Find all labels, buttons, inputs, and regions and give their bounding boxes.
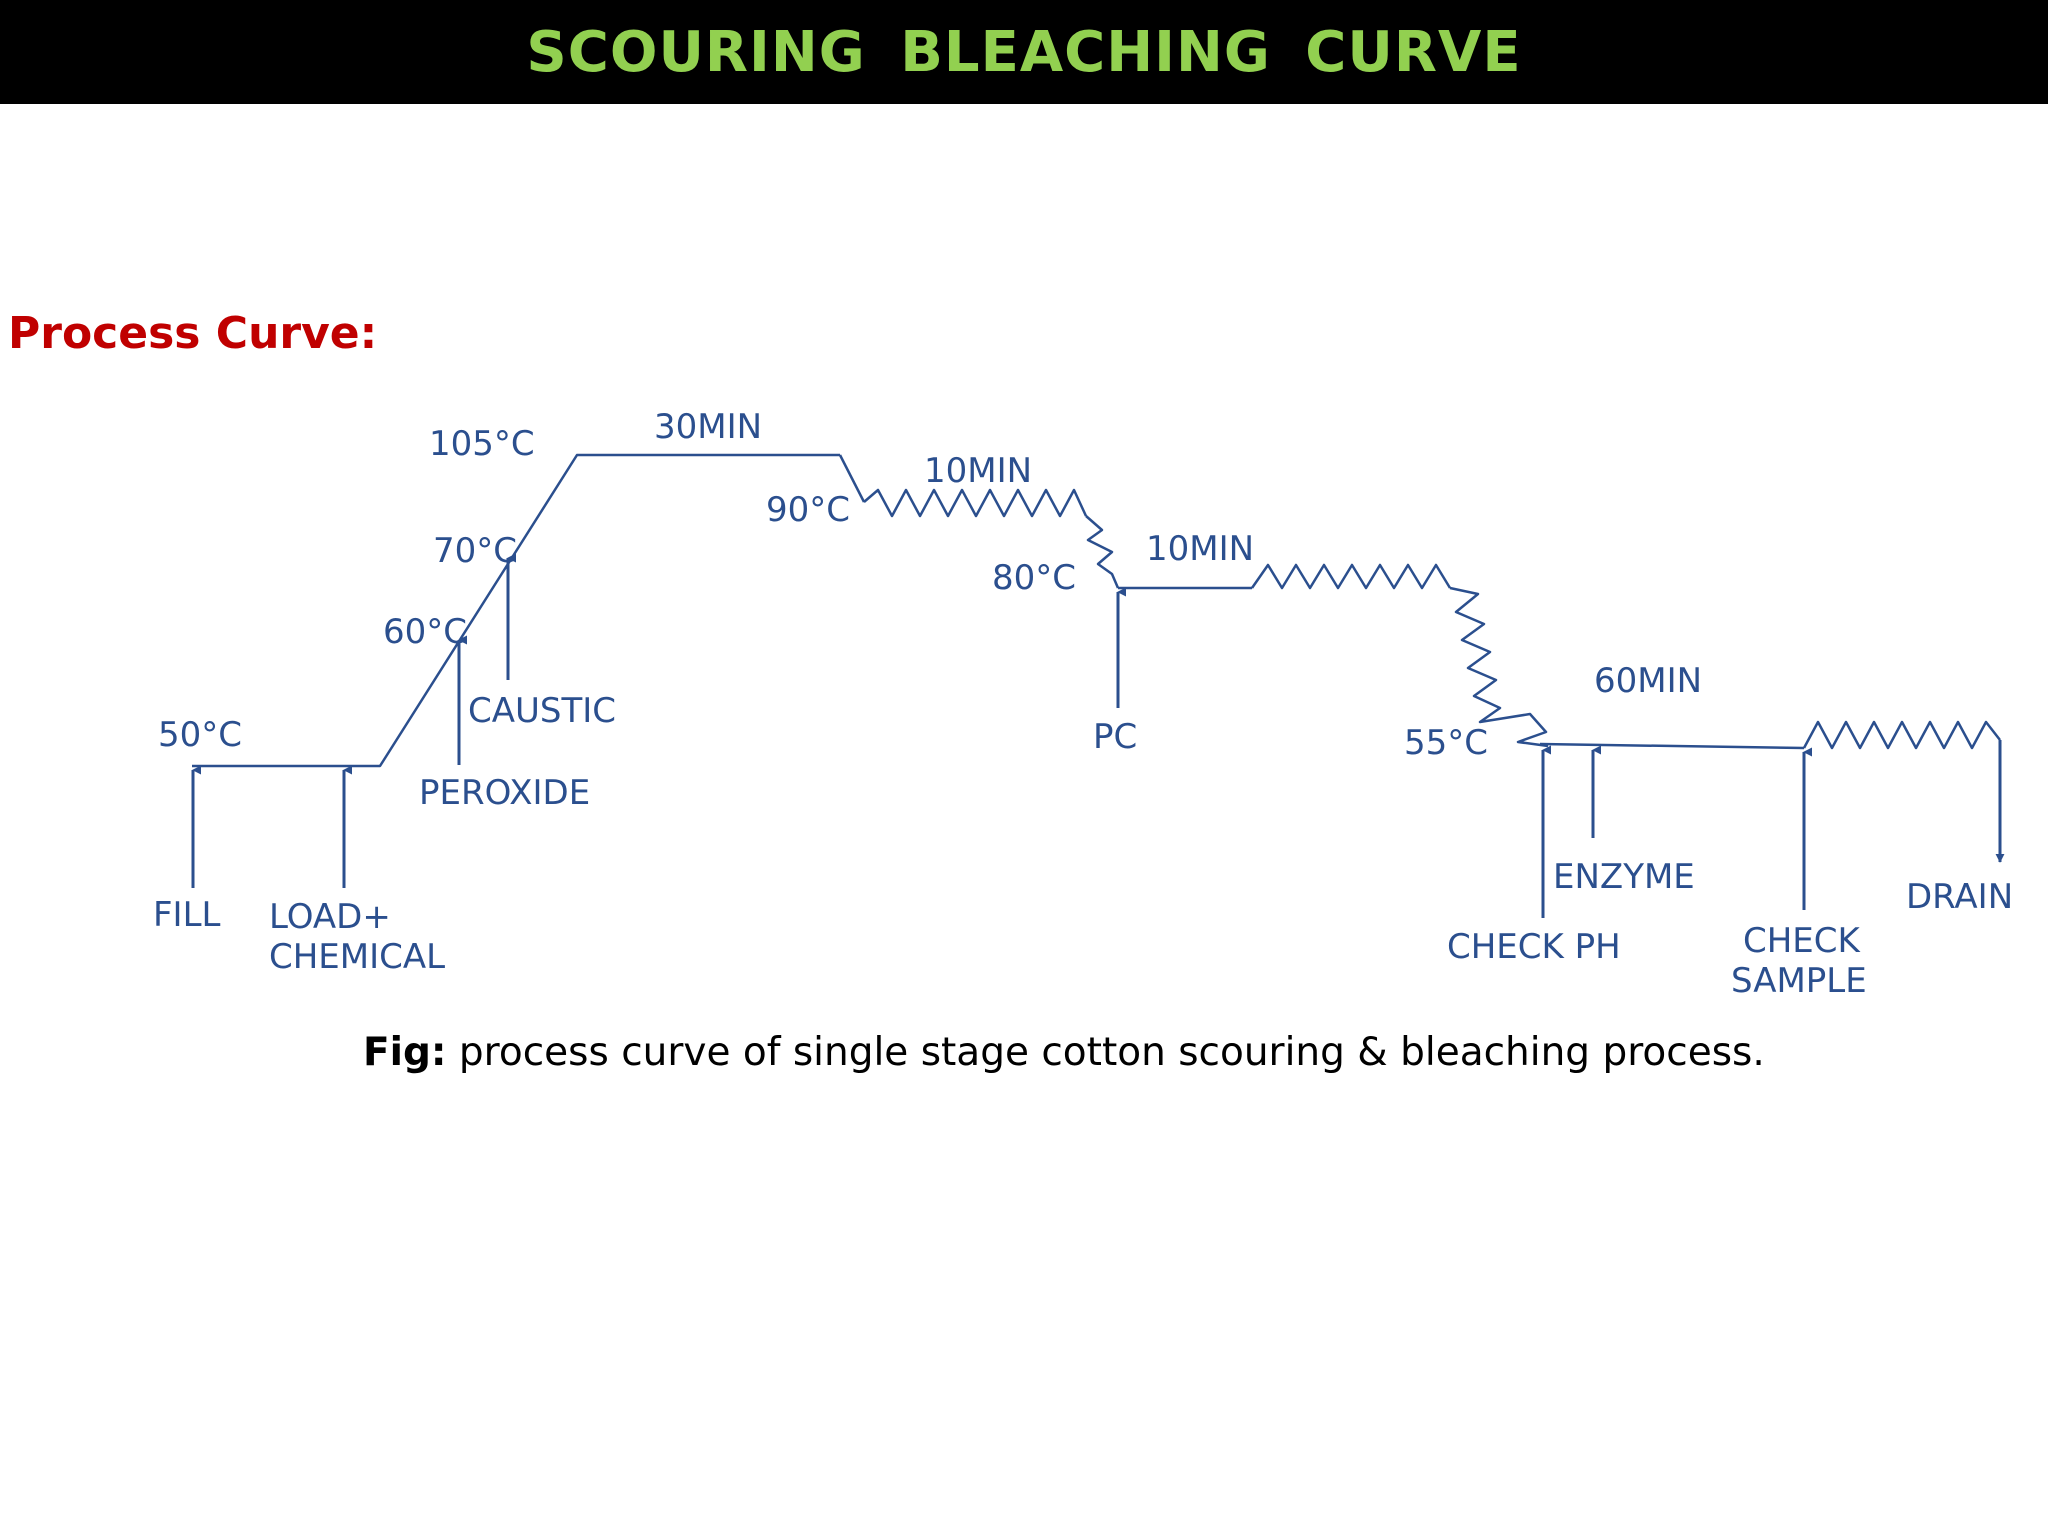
caption-prefix: Fig: xyxy=(363,1030,447,1075)
step-label-enzyme: ENZYME xyxy=(1553,857,1695,897)
step-label-fill: FILL xyxy=(153,895,221,935)
temp-label-60: 60°C xyxy=(383,612,467,652)
temp-label-70: 70°C xyxy=(433,531,517,571)
step-label-caustic: CAUSTIC xyxy=(468,691,616,731)
curve-zigzag-10min-a xyxy=(863,488,1088,518)
temp-label-90: 90°C xyxy=(766,490,850,530)
curve-zigzag-cool-to-80 xyxy=(1085,515,1120,589)
curve-zigzag-10min-b xyxy=(1250,563,1452,590)
section-heading: Process Curve: xyxy=(8,308,378,359)
caption-text: process curve of single stage cotton sco… xyxy=(446,1030,1765,1075)
curve-hold-55 xyxy=(1539,742,1805,750)
duration-label-10min-b: 10MIN xyxy=(1146,529,1254,569)
duration-label-10min-a: 10MIN xyxy=(924,451,1032,491)
temp-label-55: 55°C xyxy=(1404,723,1488,763)
step-label-check-ph: CHECK PH xyxy=(1447,927,1621,967)
curve-zigzag-end xyxy=(1802,720,2001,750)
curve-fill-and-ramp-up xyxy=(192,453,840,768)
step-label-drain: DRAIN xyxy=(1906,877,2013,917)
slide-title: SCOURING BLEACHING CURVE xyxy=(526,19,1522,85)
step-label-check: CHECK xyxy=(1743,921,1862,961)
step-label-load: LOAD+ xyxy=(269,897,391,937)
figure-caption: Fig: process curve of single stage cotto… xyxy=(363,1030,1765,1075)
step-label-peroxide: PEROXIDE xyxy=(419,773,590,813)
step-label-chemical: CHEMICAL xyxy=(269,937,445,977)
title-bar: SCOURING BLEACHING CURVE xyxy=(0,0,2048,104)
duration-label-30min: 30MIN xyxy=(654,407,762,447)
step-label-pc: PC xyxy=(1093,717,1137,757)
temp-label-80: 80°C xyxy=(992,558,1076,598)
curve-zigzag-cool-to-55 xyxy=(1449,586,1549,748)
temp-label-105: 105°C xyxy=(429,424,535,464)
temp-label-50: 50°C xyxy=(158,715,242,755)
step-label-sample: SAMPLE xyxy=(1731,961,1867,1001)
duration-label-60min: 60MIN xyxy=(1594,661,1702,701)
curve-cool-to-90 xyxy=(838,454,866,503)
